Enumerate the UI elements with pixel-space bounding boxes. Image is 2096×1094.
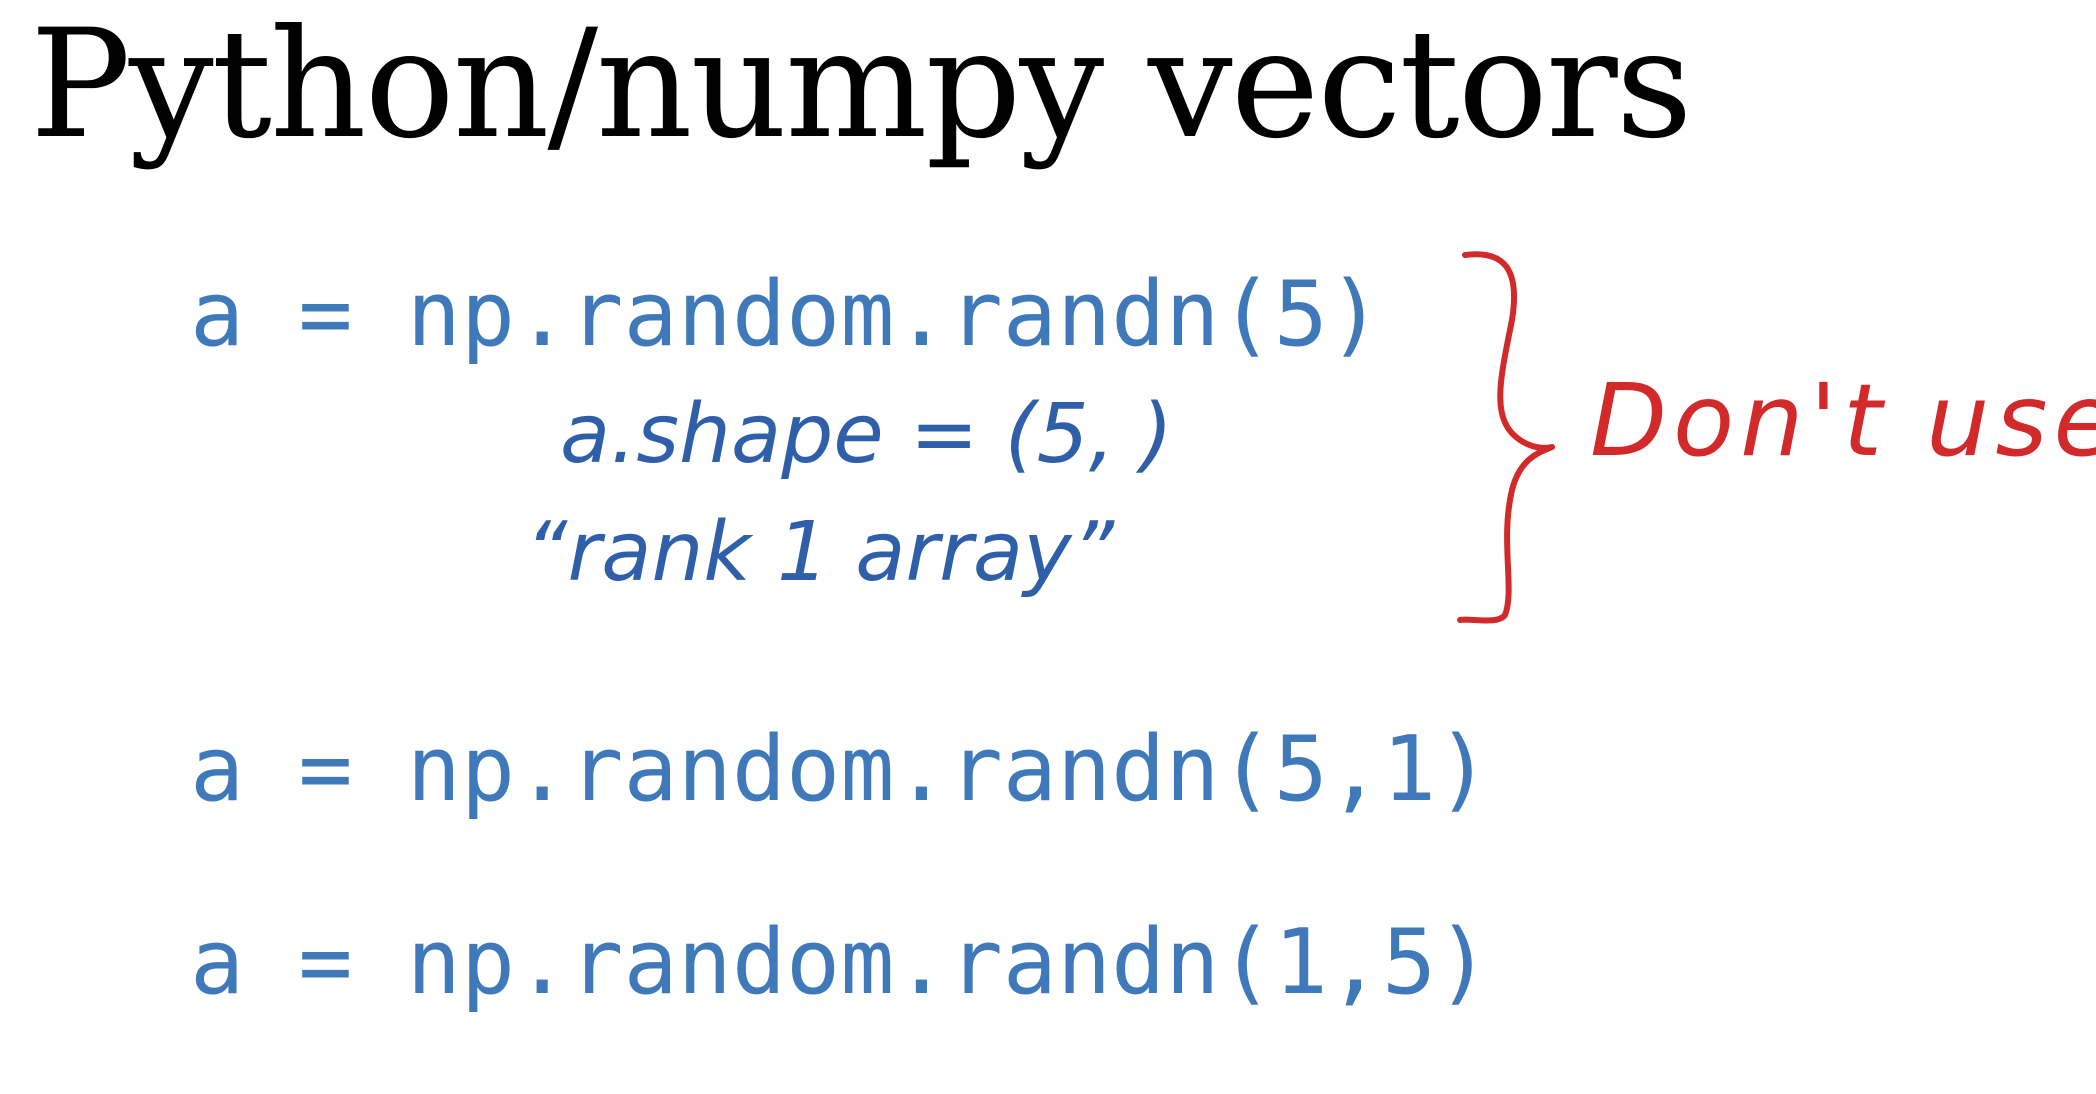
- code-line-randn-5-1: a = np.random.randn(5,1): [190, 717, 1491, 822]
- rank-one-array-note: “rank 1 array”: [525, 505, 1116, 600]
- slide-title: Python/numpy vectors: [30, 0, 1693, 172]
- shape-note: a.shape = (5, ): [560, 387, 1173, 482]
- dont-use-note: Don't use: [1590, 362, 2096, 479]
- red-curly-brace: [1457, 251, 1555, 624]
- code-line-randn-5: a = np.random.randn(5): [190, 262, 1383, 367]
- code-line-randn-1-5: a = np.random.randn(1,5): [190, 910, 1491, 1015]
